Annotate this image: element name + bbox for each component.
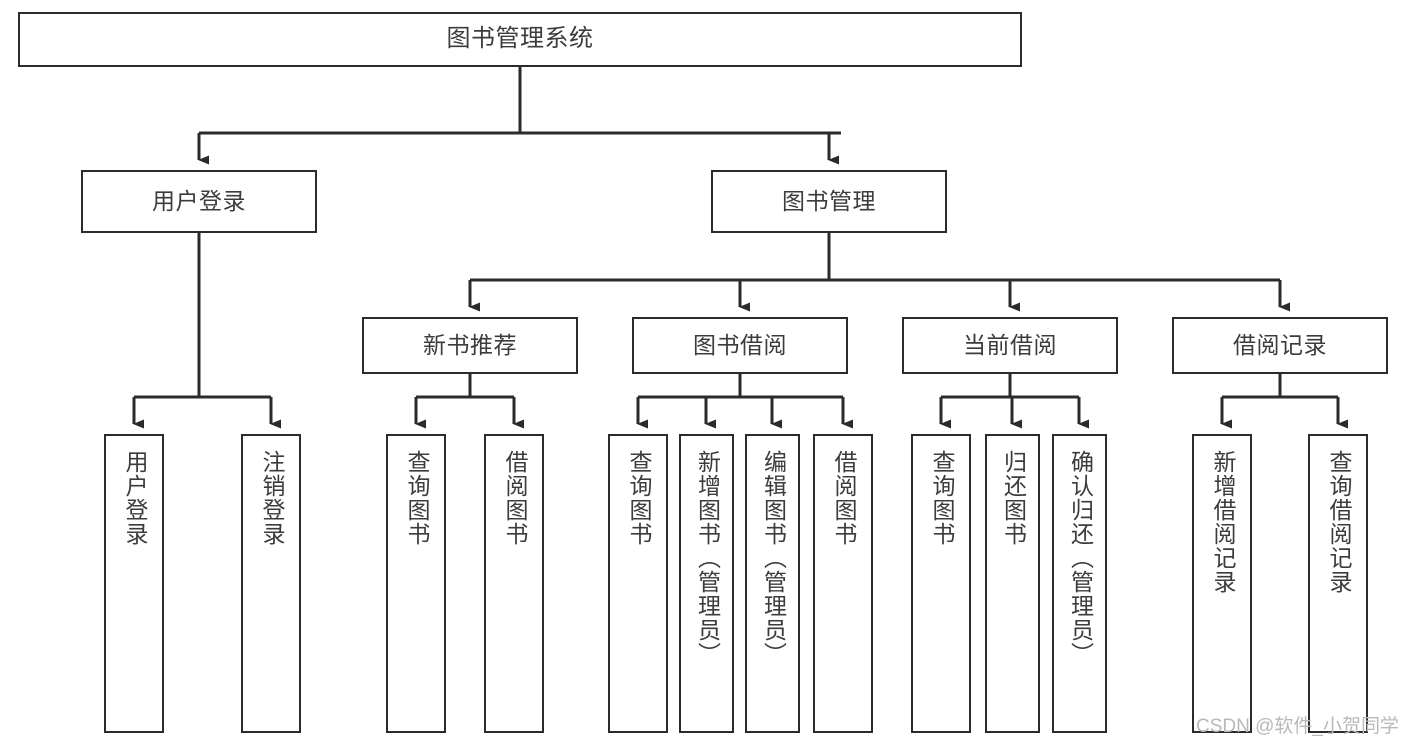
node-root-system[interactable]: 图书管理系统	[18, 12, 1022, 67]
edge-root-to-level2	[197, 67, 841, 165]
edge-new-book-recommend-to-leaves	[414, 374, 524, 429]
watermark: CSDN @软件_小贺同学	[1196, 716, 1399, 737]
node-label: 查询图书	[625, 450, 652, 546]
node-leaf-return-book[interactable]: 归还图书	[985, 434, 1040, 733]
edge-book-borrow-to-leaves	[636, 374, 853, 429]
node-book-management[interactable]: 图书管理	[711, 170, 947, 233]
node-label: 新增借阅记录	[1209, 450, 1236, 594]
node-leaf-edit-book-admin[interactable]: 编辑图书（管理员）	[745, 434, 800, 733]
node-leaf-borrow-book-recommend[interactable]: 借阅图书	[484, 434, 544, 733]
node-leaf-add-borrow-record[interactable]: 新增借阅记录	[1192, 434, 1252, 733]
node-label: 归还图书	[1000, 450, 1027, 546]
node-label: 查询借阅记录	[1325, 450, 1352, 594]
node-label: 当前借阅	[963, 331, 1057, 358]
node-leaf-query-borrow-record[interactable]: 查询借阅记录	[1308, 434, 1368, 733]
node-leaf-query-book-recommend[interactable]: 查询图书	[386, 434, 446, 733]
node-leaf-add-book-admin[interactable]: 新增图书（管理员）	[679, 434, 734, 733]
node-label: 图书管理系统	[446, 25, 594, 53]
node-label: 借阅图书	[501, 450, 528, 546]
node-new-book-recommend[interactable]: 新书推荐	[362, 317, 578, 374]
node-leaf-logout-login[interactable]: 注销登录	[241, 434, 301, 733]
node-book-borrow[interactable]: 图书借阅	[632, 317, 848, 374]
node-label: 查询图书	[928, 450, 955, 546]
node-label: 新增图书（管理员）	[694, 450, 721, 666]
node-current-borrow[interactable]: 当前借阅	[902, 317, 1118, 374]
node-label: 新书推荐	[423, 331, 517, 358]
node-borrow-record[interactable]: 借阅记录	[1172, 317, 1388, 374]
node-label: 用户登录	[121, 450, 148, 546]
node-leaf-borrow-book[interactable]: 借阅图书	[813, 434, 873, 733]
node-leaf-confirm-return-admin[interactable]: 确认归还（管理员）	[1052, 434, 1107, 733]
node-label: 借阅记录	[1233, 331, 1327, 358]
node-label: 注销登录	[258, 450, 285, 546]
node-user-login[interactable]: 用户登录	[81, 170, 317, 233]
node-label: 编辑图书（管理员）	[760, 450, 787, 666]
edge-user-login-to-leaves	[132, 233, 281, 429]
node-label: 借阅图书	[830, 450, 857, 546]
edge-current-borrow-to-leaves	[939, 374, 1089, 429]
node-label: 图书管理	[782, 187, 876, 214]
edge-borrow-record-to-leaves	[1220, 374, 1348, 429]
node-leaf-query-book-borrow[interactable]: 查询图书	[608, 434, 668, 733]
node-label: 查询图书	[403, 450, 430, 546]
node-leaf-user-login[interactable]: 用户登录	[104, 434, 164, 733]
node-label: 图书借阅	[693, 331, 787, 358]
edge-book-management-to-level3	[468, 233, 1290, 312]
node-label: 用户登录	[152, 187, 246, 214]
node-leaf-query-book-current[interactable]: 查询图书	[911, 434, 971, 733]
node-label: 确认归还（管理员）	[1067, 450, 1094, 666]
